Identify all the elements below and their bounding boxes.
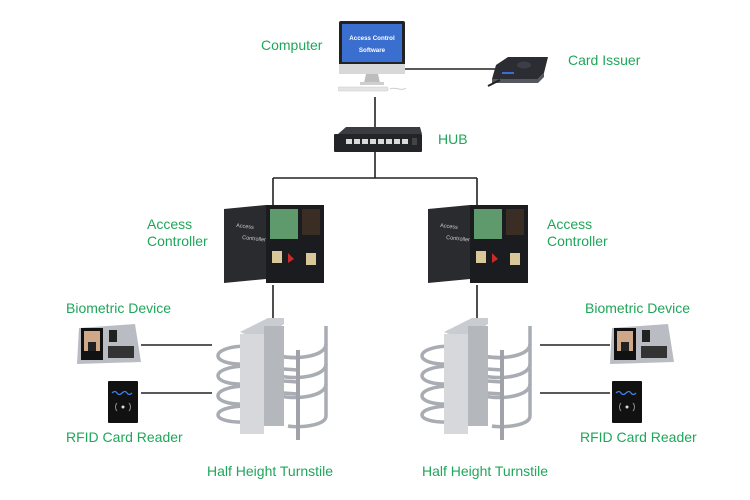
rfid-left-label: RFID Card Reader <box>66 429 183 445</box>
turnstile-left-label: Half Height Turnstile <box>207 463 334 479</box>
biometric-left-label: Biometric Device <box>66 300 172 316</box>
turnstile-icon-right <box>412 316 542 444</box>
biometric-device-icon-left <box>75 322 141 366</box>
hub-label: HUB <box>438 131 468 147</box>
biometric-device-icon-right <box>608 322 674 366</box>
door-text-line2: Controller <box>446 235 471 243</box>
controller-left-label-line1: Access <box>147 216 193 232</box>
controller-right-label-line1: Access <box>547 216 593 232</box>
screen-text-line1: Access Control <box>349 35 395 42</box>
card-issuer-label: Card Issuer <box>568 52 641 68</box>
door-text-line1: Access <box>236 223 255 231</box>
rfid-reader-icon-right <box>612 381 642 423</box>
network-switch-icon <box>332 126 424 154</box>
screen-text-line2: Software <box>359 47 386 54</box>
controller-left-label-line2: Controller <box>147 233 208 249</box>
rfid-reader-icon-left <box>108 381 138 423</box>
rfid-right-label: RFID Card Reader <box>580 429 697 445</box>
door-text-line2: Controller <box>242 235 267 243</box>
biometric-right-label: Biometric Device <box>585 300 691 316</box>
card-issuer-icon <box>486 53 554 87</box>
turnstile-icon-left <box>208 316 338 444</box>
computer-icon: Access Control Software <box>337 20 407 95</box>
computer-label: Computer <box>261 37 323 53</box>
controller-box-icon-right: Access Controller <box>426 203 530 285</box>
door-text-line1: Access <box>440 223 459 231</box>
controller-box-icon-left: Access Controller <box>222 203 326 285</box>
turnstile-right-label: Half Height Turnstile <box>422 463 549 479</box>
controller-right-label-line2: Controller <box>547 233 608 249</box>
